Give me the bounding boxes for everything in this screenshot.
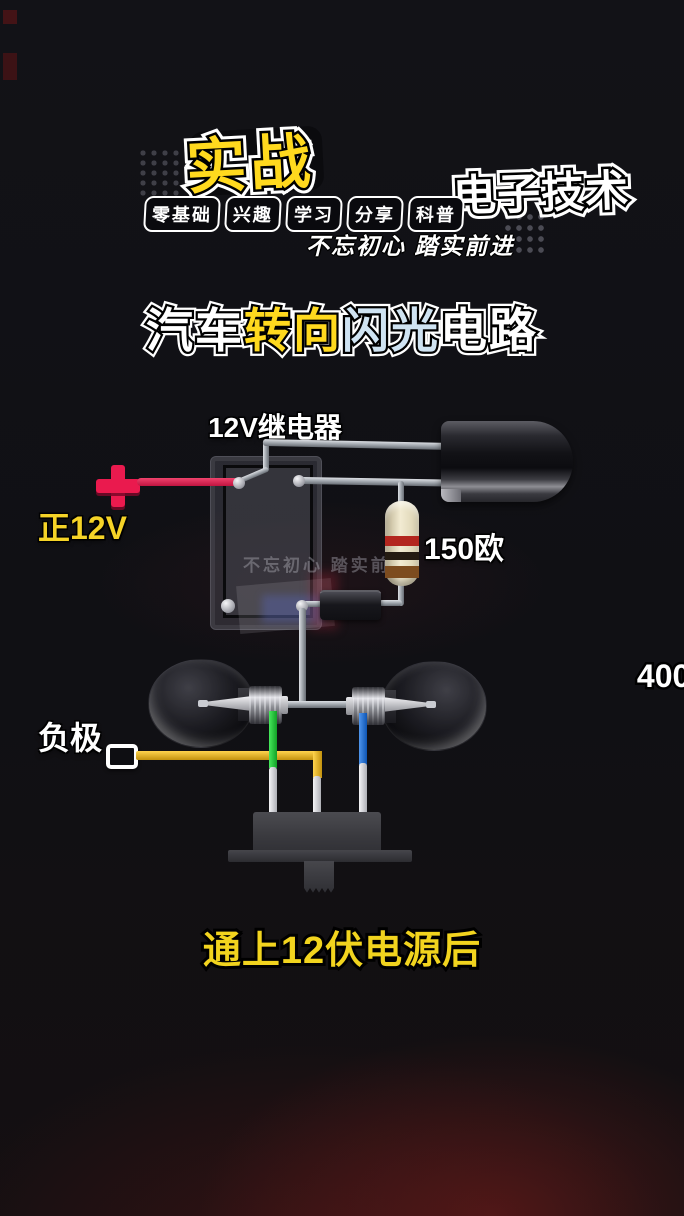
caption-bubble: 通上12伏电源后 (203, 919, 482, 974)
switch-pin-left (269, 767, 277, 814)
brand-sub-text: 电子技术 (452, 156, 631, 224)
bulb-right-filament-tip (426, 701, 436, 708)
diode-label: 4007 (637, 658, 684, 695)
capacitor-body (441, 421, 573, 502)
watermark-text: 不忘初心 踏实前进 (243, 556, 411, 575)
switch-body (253, 812, 381, 854)
switch-knob (304, 861, 334, 893)
title-part-3: 闪光 (342, 292, 440, 361)
wire-green (269, 711, 277, 768)
wire-ground-yellow-drop (313, 751, 322, 778)
relay-pin-coil-left (233, 477, 245, 489)
tag-badge: 兴趣 (224, 196, 282, 232)
page-title: 汽车转向闪光电路 (0, 292, 684, 361)
resistor-band-red (385, 536, 419, 546)
wire-diode-left (303, 601, 323, 607)
bulb-right-base (352, 687, 385, 725)
corner-mark-bottom (3, 53, 17, 80)
wire-red-positive (137, 478, 241, 486)
minus-icon (106, 744, 138, 769)
tag-badge: 零基础 (143, 196, 221, 232)
positive-label: 正12V (38, 510, 127, 546)
brand-main-text: 实战 (184, 113, 316, 207)
title-part-4: 电路 (440, 292, 538, 361)
relay-pin-bottom-left (221, 599, 235, 613)
wire-blue (359, 713, 367, 765)
title-part-2: 转向 (244, 292, 342, 361)
watermark-logo-blue (262, 595, 324, 623)
bulb-left-base (249, 686, 282, 724)
wire-relay-top (262, 439, 455, 451)
slogan-text: 不忘初心 踏实前进 (306, 233, 515, 259)
corner-mark-top (3, 10, 17, 24)
relay-label: 12V继电器 (208, 412, 342, 443)
bulb-right-contact (346, 697, 353, 715)
capacitor-crimp (441, 489, 461, 502)
caption-text: 通上12伏电源后 (0, 919, 684, 974)
resistor-band-black (385, 552, 419, 560)
switch-pin-middle (313, 776, 321, 814)
plus-bar-h (96, 479, 140, 493)
bulb-left-filament-tip (198, 700, 208, 707)
wire-center-vertical (299, 608, 306, 708)
title-part-1: 汽车 (146, 292, 244, 361)
bulb-left-contact (281, 696, 288, 714)
diode-body (320, 590, 381, 620)
switch-flange (228, 850, 412, 862)
switch-pin-right (359, 763, 367, 814)
wire-relay-branch (299, 477, 448, 487)
wire-ground-yellow (136, 751, 322, 760)
relay-arm-vertical (263, 441, 269, 472)
dot-grid-left (140, 150, 182, 198)
wire-bulb-bridge (283, 701, 353, 708)
relay-pin-coil-right (293, 475, 305, 487)
resistor-label: 150欧 (424, 533, 505, 566)
wire-diode-right (379, 600, 402, 606)
resistor-band-brown (385, 566, 419, 578)
plus-icon (96, 465, 140, 507)
negative-label: 负极 (38, 720, 103, 756)
